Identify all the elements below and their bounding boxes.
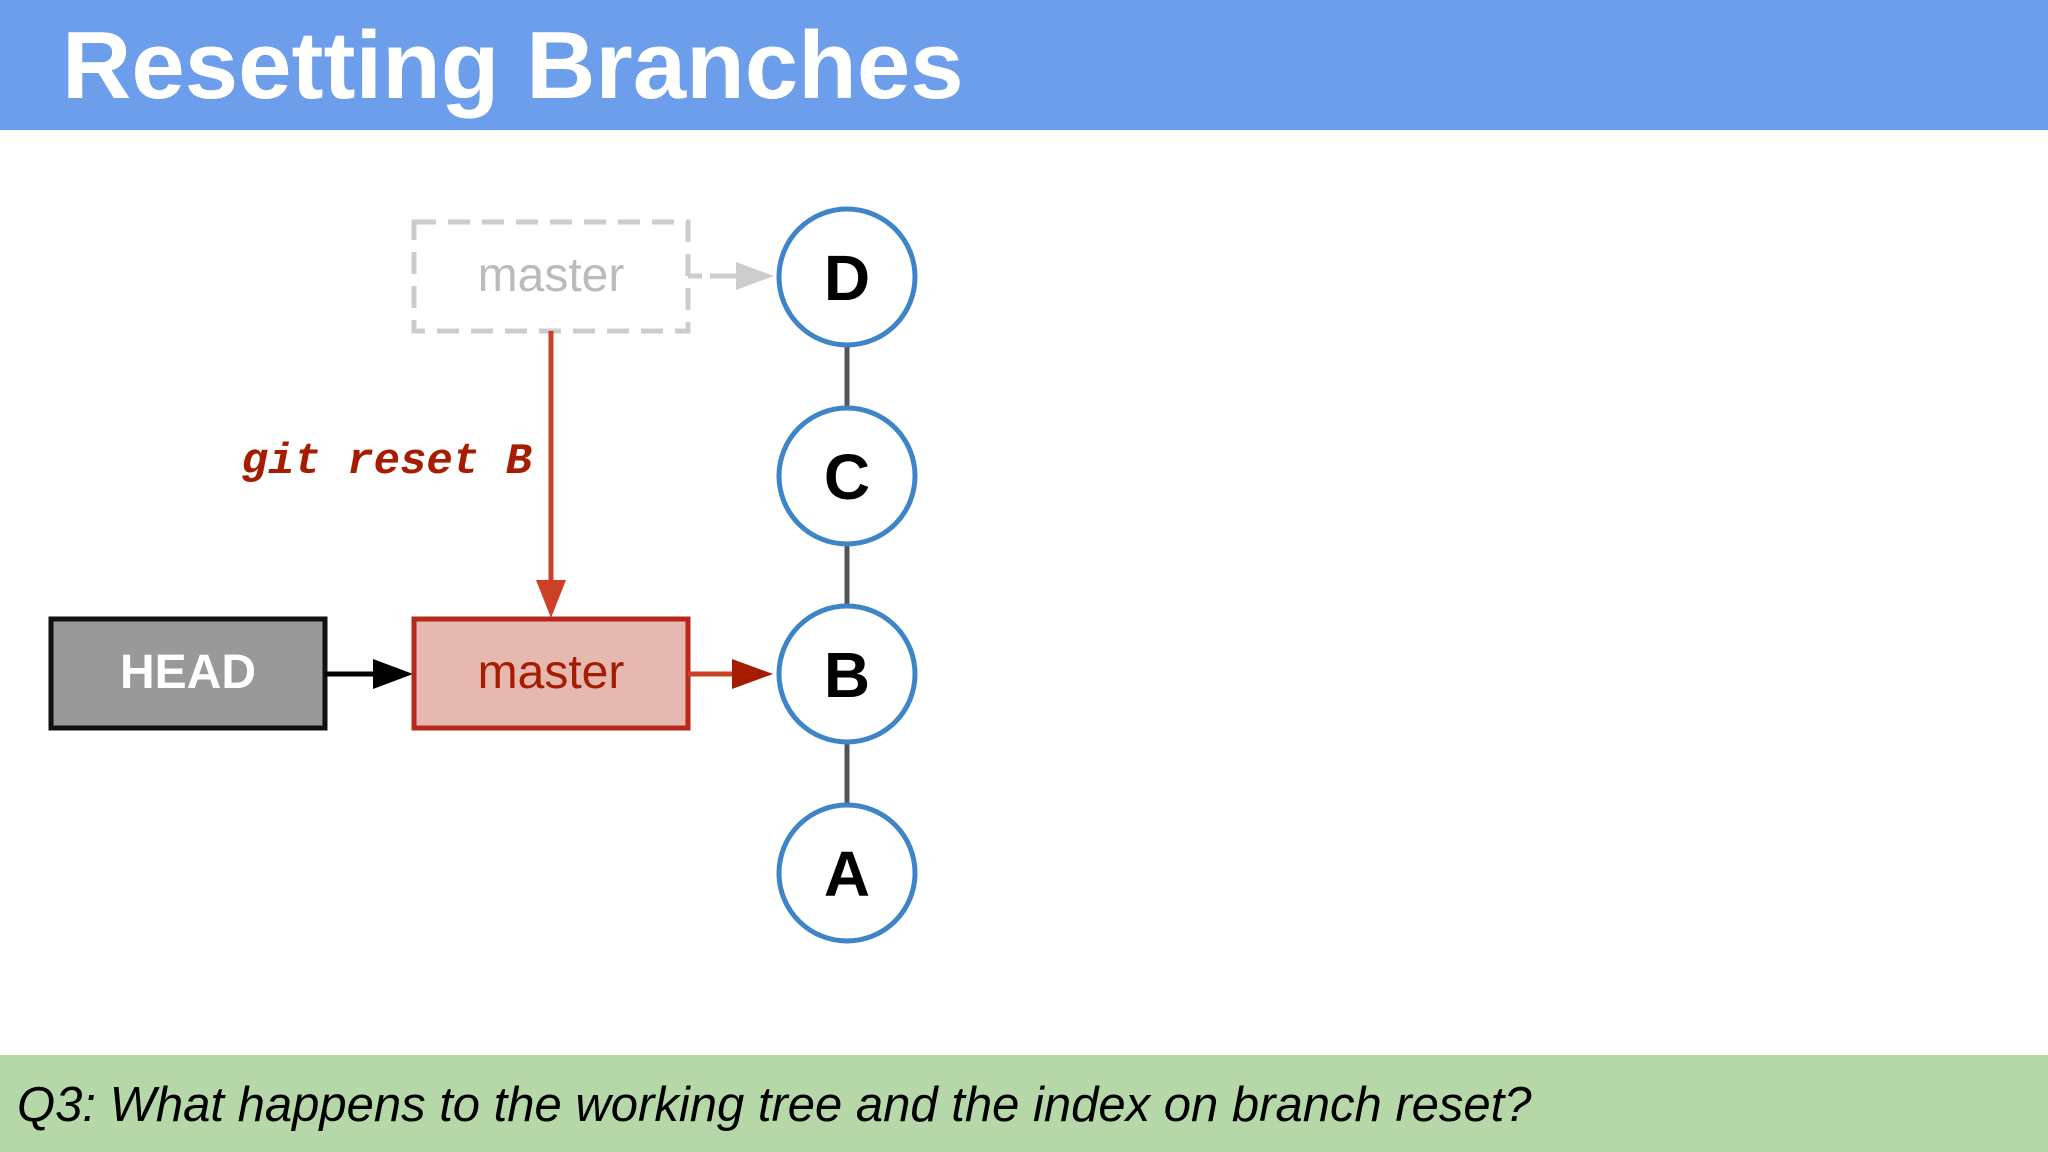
commit-d-label: D — [824, 242, 870, 314]
slide-title: Resetting Branches — [62, 12, 964, 119]
git-reset-command: git reset B — [242, 437, 532, 487]
title-bar: Resetting Branches — [0, 0, 2048, 130]
commit-c-label: C — [824, 441, 870, 513]
question-text: Q3: What happens to the working tree and… — [17, 1078, 1532, 1132]
commit-a: A — [776, 802, 918, 944]
master-to-b-arrow — [688, 659, 773, 689]
head-box: HEAD — [48, 616, 328, 731]
commit-b-label: B — [824, 639, 870, 711]
commit-d: D — [776, 206, 918, 348]
old-master-label: master — [478, 249, 625, 302]
new-master-box: master — [411, 616, 691, 731]
commit-c: C — [776, 405, 918, 547]
commit-a-label: A — [824, 838, 870, 910]
old-master-arrow — [688, 262, 774, 290]
old-master-box: master — [411, 219, 691, 334]
head-to-master-arrow — [325, 659, 413, 689]
commit-b: B — [776, 603, 918, 745]
new-master-label: master — [478, 646, 625, 699]
question-bar: Q3: What happens to the working tree and… — [0, 1055, 2048, 1152]
head-label: HEAD — [120, 646, 256, 699]
reset-arrow — [536, 331, 566, 618]
